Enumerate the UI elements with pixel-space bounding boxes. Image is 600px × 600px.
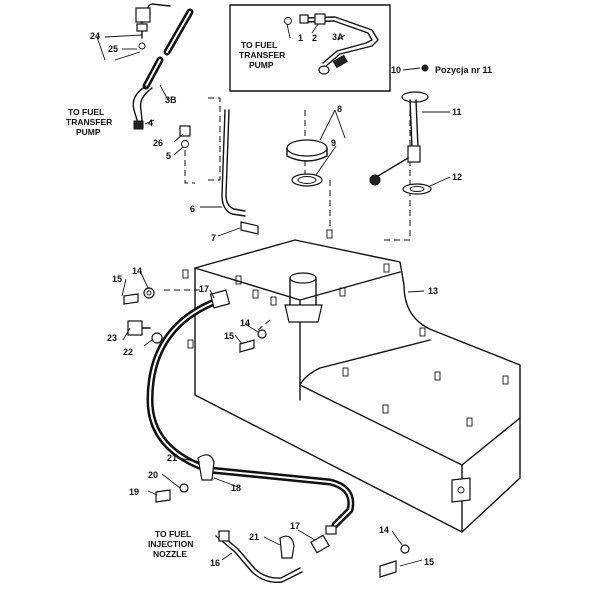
caption-line: PUMP [76, 127, 101, 137]
callout-7: 7 [211, 233, 216, 243]
fuel-tank [182, 229, 521, 533]
callout-2: 2 [312, 33, 317, 43]
hose-clamp-lower [310, 534, 330, 554]
transfer-pump-hose [132, 3, 194, 148]
caption-injection-nozzle: TO FUEL INJECTION NOZZLE [148, 529, 193, 559]
callout-26: 26 [153, 138, 163, 148]
dashed-leader [184, 150, 195, 184]
vent-tube [221, 109, 246, 217]
callout-17-lower: 17 [290, 521, 300, 531]
callout-10: 10 [391, 65, 401, 75]
callout-20: 20 [148, 470, 158, 480]
inset-box [229, 4, 391, 92]
bolt-23 [127, 320, 163, 344]
hose-clamp-upper [209, 289, 231, 309]
caption-transfer-pump-left: TO FUEL TRANSFER PUMP [66, 107, 112, 137]
callout-14-lower: 14 [379, 525, 389, 535]
caption-transfer-pump-inset: TO FUEL TRANSFER PUMP [239, 40, 285, 70]
callout-15-middle: 15 [224, 331, 234, 341]
callout-4: 4 [148, 118, 153, 128]
bolt-15-lower [379, 544, 410, 578]
bolt-15-middle [239, 329, 267, 353]
hose-clip-21 [197, 454, 215, 481]
main-fuel-hose [146, 299, 355, 529]
callout-14-upper: 14 [132, 266, 142, 276]
screw-10 [421, 64, 429, 72]
filler-cap [286, 139, 328, 157]
sender-gasket [402, 183, 432, 195]
leader-lines [96, 23, 451, 567]
callout-12: 12 [452, 172, 462, 182]
callout-15-upper: 15 [112, 274, 122, 284]
callout-17-upper: 17 [199, 284, 209, 294]
callout-11: 11 [452, 107, 462, 117]
callout-13: 13 [428, 286, 438, 296]
callout-23: 23 [107, 333, 117, 343]
callout-14-middle: 14 [240, 318, 250, 328]
callout-5: 5 [166, 151, 171, 161]
callout-6: 6 [190, 204, 195, 214]
callout-15-lower: 15 [424, 557, 434, 567]
callout-21-lower: 21 [249, 532, 259, 542]
callout-22: 22 [123, 347, 133, 357]
callout-8: 8 [337, 104, 342, 114]
caption-line: PUMP [249, 60, 274, 70]
caption-line: INJECTION [148, 539, 193, 549]
injection-line [215, 530, 303, 583]
callout-16: 16 [210, 558, 220, 568]
position-note: Pozycja nr 11 [435, 65, 492, 75]
caption-line: TRANSFER [239, 50, 285, 60]
callout-19: 19 [129, 487, 139, 497]
filler-gasket [291, 173, 323, 187]
callout-3A: 3A [332, 32, 344, 42]
caption-line: TO FUEL [155, 529, 191, 539]
callout-1: 1 [298, 33, 303, 43]
inset-fuel-line [284, 13, 379, 75]
fuel-level-sender [369, 91, 429, 186]
callout-25: 25 [108, 44, 118, 54]
caption-line: NOZZLE [153, 549, 187, 559]
fitting-7 [240, 221, 259, 235]
caption-line: TO FUEL [68, 107, 104, 117]
caption-line: TRANSFER [66, 117, 112, 127]
callout-21-upper: 21 [167, 453, 177, 463]
callout-3B: 3B [165, 95, 177, 105]
callout-18: 18 [231, 483, 241, 493]
callout-9: 9 [331, 138, 336, 148]
bolt-15-upper [123, 287, 155, 305]
callout-24: 24 [90, 31, 100, 41]
caption-line: TO FUEL [241, 40, 277, 50]
bolt-19 [155, 483, 189, 503]
